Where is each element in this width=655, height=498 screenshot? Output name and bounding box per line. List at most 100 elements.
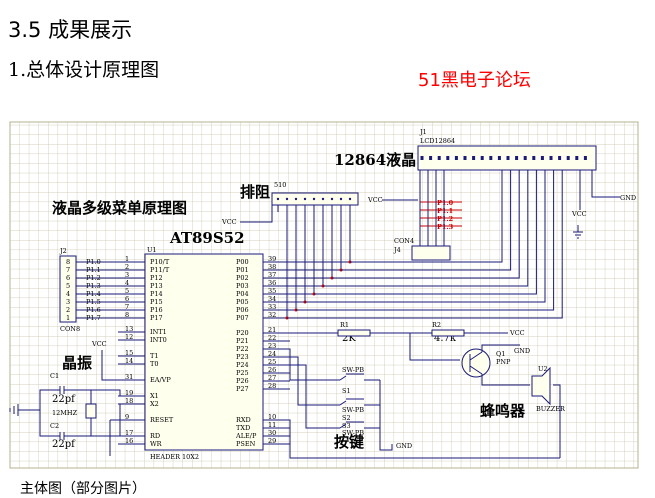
- u1-ref: U1: [147, 246, 157, 254]
- mcu-right-pin-number: 27: [268, 374, 276, 382]
- mcu-left-pin-number: 5: [125, 287, 129, 295]
- mcu-right-pin-number: 29: [268, 437, 276, 445]
- mcu-right-pin-name: P06: [236, 306, 249, 314]
- mcu-left-pin-number: 19: [125, 389, 133, 397]
- mcu-right-pin-name: P21: [236, 337, 249, 345]
- mcu-right-pin-name: RXD: [236, 416, 251, 424]
- mcu-left-pin-number: 31: [125, 373, 133, 381]
- forum-watermark: 51黑电子论坛: [418, 70, 531, 91]
- j1-name: LCD12864: [420, 137, 455, 145]
- p0-to-lcd-wire: [341, 170, 512, 271]
- c1-value: 22pf: [52, 394, 76, 405]
- rp-dot: [285, 197, 289, 201]
- j2-name: CON8: [60, 325, 80, 333]
- lcd-pin-markers: [420, 156, 587, 160]
- lcd-pin-marker: [446, 156, 450, 160]
- mcu-left-pin-name: RESET: [150, 416, 174, 424]
- mcu-left-pin-name: RD: [150, 432, 160, 440]
- mcu-left-pin-number: 4: [125, 279, 129, 287]
- lcd-pin-marker: [472, 156, 476, 160]
- mcu-right-pin-number: 30: [268, 429, 276, 437]
- resistor-array-label: 排阻: [240, 183, 270, 201]
- sw3-type: SW-PB: [342, 429, 364, 437]
- mcu-left-pin-name: INT1: [150, 328, 167, 336]
- vcc-label-1: VCC: [221, 218, 237, 226]
- net-p10: P1.0: [437, 199, 454, 207]
- u2-name: BUZZER: [536, 405, 566, 413]
- vcc-label-2: VCC: [367, 196, 383, 204]
- j2-pin-number: 4: [66, 290, 70, 298]
- mcu-left-pin-number: 15: [125, 349, 133, 357]
- c1-ref: C1: [50, 372, 59, 380]
- mcu-right-pin-name: P20: [236, 329, 249, 337]
- r2-value: 4.7k: [434, 333, 457, 344]
- lcd-pin-marker: [549, 156, 553, 160]
- mcu-left-pin-number: 17: [125, 429, 133, 437]
- s1-ref: S1: [342, 387, 351, 395]
- lcd-pin-marker: [420, 156, 424, 160]
- mcu-left-pin-number: 3: [125, 271, 129, 279]
- j2-pin-label: P1.2: [86, 274, 101, 282]
- con8-connector-j2: J2 CON8 P1.08P1.17P1.26P1.35P1.44P1.53P1…: [59, 247, 101, 333]
- mcu-left-pin-number: 16: [125, 437, 133, 445]
- j2-pin-label: P1.1: [86, 266, 101, 274]
- lcd-pin-marker: [566, 156, 570, 160]
- resistor-array-pins: [276, 197, 352, 212]
- mcu-right-pin-name: P22: [236, 345, 249, 353]
- mcu-left-pin-name: P17: [150, 314, 163, 322]
- c2-value: 22pf: [52, 439, 76, 450]
- mcu-left-pin-name: X2: [150, 400, 159, 408]
- mcu-left-pin-name: T0: [150, 360, 158, 368]
- mcu-left-pin-name: INT0: [150, 336, 167, 344]
- net-p11: P1.1: [437, 207, 453, 215]
- j2-pin-number: 7: [66, 266, 70, 274]
- j2-pin-number: 5: [66, 282, 70, 290]
- j2-pin-label: P1.0: [86, 258, 101, 266]
- p0-to-lcd-wire: [314, 170, 537, 295]
- mcu-left-pin-number: 18: [125, 397, 133, 405]
- s3-ref: S3: [342, 422, 351, 430]
- mcu-left-pin-number: 12: [125, 333, 133, 341]
- mcu-left-pin-number: 6: [125, 295, 129, 303]
- mcu-left-pin-name: P16: [150, 306, 163, 314]
- diagram-title: 液晶多级菜单原理图: [52, 199, 187, 217]
- rp-dot: [339, 197, 343, 201]
- con4-connector-j4: CON4 J4: [393, 237, 451, 261]
- mcu-right-pin-number: 34: [268, 295, 276, 303]
- mcu-right-pin-number: 32: [268, 311, 276, 319]
- gnd-label-right: GND: [620, 194, 636, 202]
- net-p13: P1.3: [437, 223, 454, 231]
- mcu-right-pin-number: 11: [268, 421, 276, 429]
- crystal-value: 12MHZ: [52, 409, 78, 417]
- port0-bus: [285, 170, 563, 320]
- mcu-right-pin-number: 21: [268, 326, 276, 334]
- r2-ref: R2: [432, 321, 441, 329]
- vcc-label-right: VCC: [571, 210, 587, 218]
- mcu-left-pin-name: WR: [150, 440, 163, 448]
- mcu-right-pin-name: ALE/P: [235, 432, 257, 440]
- lcd-pin-marker: [583, 156, 587, 160]
- j2-pin-label: P1.4: [86, 290, 101, 298]
- j2-pin-number: 3: [66, 298, 70, 306]
- gnd-label-buttons: GND: [396, 442, 412, 450]
- lcd-pin-marker: [523, 156, 527, 160]
- lcd-pin-marker: [515, 156, 519, 160]
- lcd-pin-marker: [575, 156, 579, 160]
- p0-to-lcd-wire: [305, 170, 546, 303]
- mcu-right-pin-number: 22: [268, 334, 276, 342]
- vcc-label-crystal: VCC: [91, 340, 107, 348]
- mcu-right-pin-number: 10: [268, 413, 276, 421]
- j2-pin-number: 6: [66, 274, 70, 282]
- mcu-right-pin-name: P02: [236, 274, 249, 282]
- mcu-left-pin-name: P11/T: [150, 266, 170, 274]
- mcu-right-pin-name: PSEN: [236, 440, 256, 448]
- mcu-right-pin-name: TXD: [236, 424, 250, 432]
- crystal-label: 晶振: [62, 354, 92, 372]
- j4-name: CON4: [394, 237, 414, 245]
- p0-to-lcd-wire: [332, 170, 520, 279]
- resistor-array: 510: [271, 181, 359, 212]
- mcu-left-pin-number: 1: [125, 255, 129, 263]
- grid-background: [9, 121, 639, 469]
- vcc-label-r2: VCC: [509, 329, 525, 337]
